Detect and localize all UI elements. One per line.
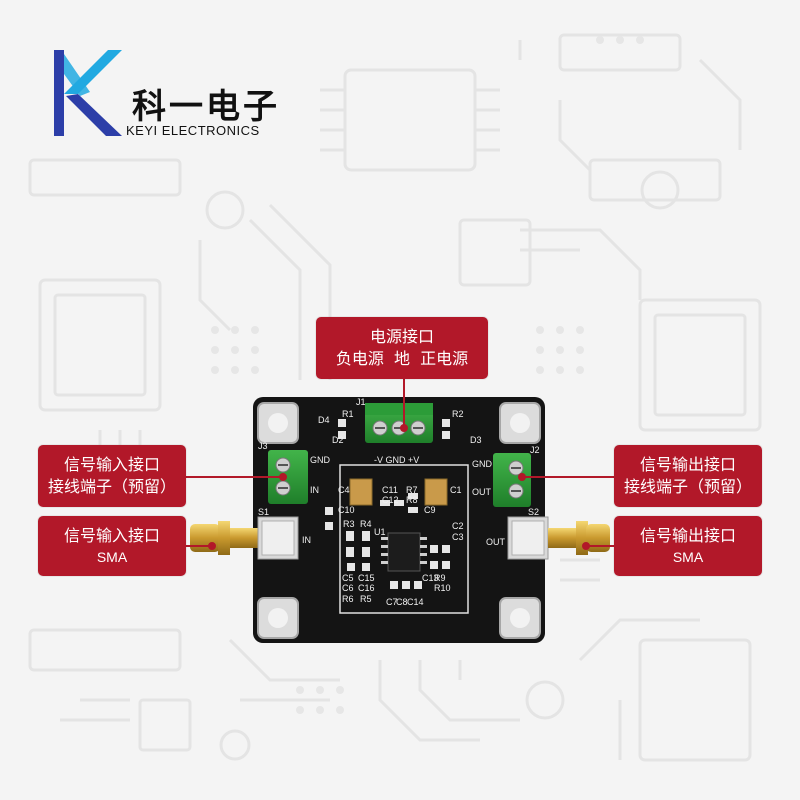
brand-name-cn: 科一电子: [132, 87, 280, 127]
silk-j2: J2: [530, 445, 540, 455]
silk-c8: C8: [396, 597, 408, 607]
chip-u1: [381, 532, 427, 572]
amplifier-board: J1 J3 J2 S1 S2 D4 D2 D3 R1 R2 -V GND +V …: [190, 397, 610, 643]
silk-frame: [339, 464, 469, 614]
callout-input-terminal-title: 信号输入接口: [63, 455, 160, 474]
silk-c6: C6: [342, 583, 354, 593]
silk-c7: C7: [386, 597, 398, 607]
callout-power-pins: 负电源 地 正电源: [335, 349, 469, 368]
silk-r1: R1: [342, 409, 354, 419]
silk-c9: C9: [424, 505, 436, 515]
silk-d2: D2: [332, 435, 344, 445]
callout-output-terminal: 信号输出接口 接线端子（预留）: [614, 445, 762, 507]
silk-c12: C12: [382, 495, 399, 505]
callout-input-sma-sub: SMA: [96, 549, 128, 565]
silk-c14: C14: [407, 597, 424, 607]
silk-r2: R2: [452, 409, 464, 419]
brand-name-en: KEYI ELECTRONICS: [126, 123, 260, 138]
input-terminal-j3: [268, 450, 308, 504]
brand-logo: [50, 44, 290, 144]
silk-c13: C13: [422, 573, 439, 583]
callout-output-terminal-title: 信号输出接口: [639, 455, 736, 474]
pcb-body: [253, 397, 545, 643]
silk-s1: S1: [258, 507, 269, 517]
callout-power-interface: 电源接口 负电源 地 正电源: [316, 317, 488, 379]
callout-input-sma: 信号输入接口 SMA: [38, 516, 186, 576]
silk-c5: C5: [342, 573, 354, 583]
callout-output-sma-sub: SMA: [672, 549, 704, 565]
silk-in-bottom: IN: [302, 535, 311, 545]
silk-c15: C15: [358, 573, 375, 583]
sma-input-s1: [190, 516, 299, 560]
silk-gnd-right: GND: [472, 459, 493, 469]
silk-r4: R4: [360, 519, 372, 529]
callout-output-terminal-sub: 接线端子（预留）: [623, 477, 752, 496]
callout-input-sma-title: 信号输入接口: [63, 526, 160, 545]
silk-out-bottom: OUT: [486, 537, 506, 547]
callout-output-sma-title: 信号输出接口: [639, 526, 736, 545]
output-terminal-j2: [493, 453, 531, 507]
silk-j1: J1: [356, 397, 366, 407]
callout-input-terminal-sub: 接线端子（预留）: [47, 477, 176, 496]
callout-power-title: 电源接口: [369, 327, 434, 346]
silk-c3: C3: [452, 532, 464, 542]
silk-out-top: OUT: [472, 487, 492, 497]
power-terminal-j1: [365, 403, 433, 443]
silk-d4: D4: [318, 415, 330, 425]
silk-c4: C4: [338, 485, 350, 495]
silk-c16: C16: [358, 583, 375, 593]
silk-gnd-left: GND: [310, 455, 331, 465]
silk-in-top: IN: [310, 485, 319, 495]
silk-c1: C1: [450, 485, 462, 495]
silk-c2: C2: [452, 521, 464, 531]
callout-input-terminal: 信号输入接口 接线端子（预留）: [38, 445, 186, 507]
silk-r9: R9: [434, 573, 446, 583]
silk-r5: R5: [360, 594, 372, 604]
callout-output-sma: 信号输出接口 SMA: [614, 516, 762, 576]
silk-d3: D3: [470, 435, 482, 445]
capacitors-c4-c1: [349, 478, 448, 506]
silk-r7: R7: [406, 485, 418, 495]
silk-r8: R8: [406, 495, 418, 505]
silk-power: -V GND +V: [374, 455, 419, 465]
smd-component-pads: [325, 419, 450, 589]
silk-s2: S2: [528, 507, 539, 517]
silk-r3: R3: [343, 519, 355, 529]
silk-r6: R6: [342, 594, 354, 604]
silk-u1: U1: [374, 527, 386, 537]
silk-c10: C10: [338, 505, 355, 515]
k-logo-icon: [54, 50, 122, 136]
silk-j3: J3: [258, 441, 268, 451]
sma-output-s2: [507, 516, 610, 560]
silk-r10: R10: [434, 583, 451, 593]
silk-c11: C11: [382, 485, 398, 495]
